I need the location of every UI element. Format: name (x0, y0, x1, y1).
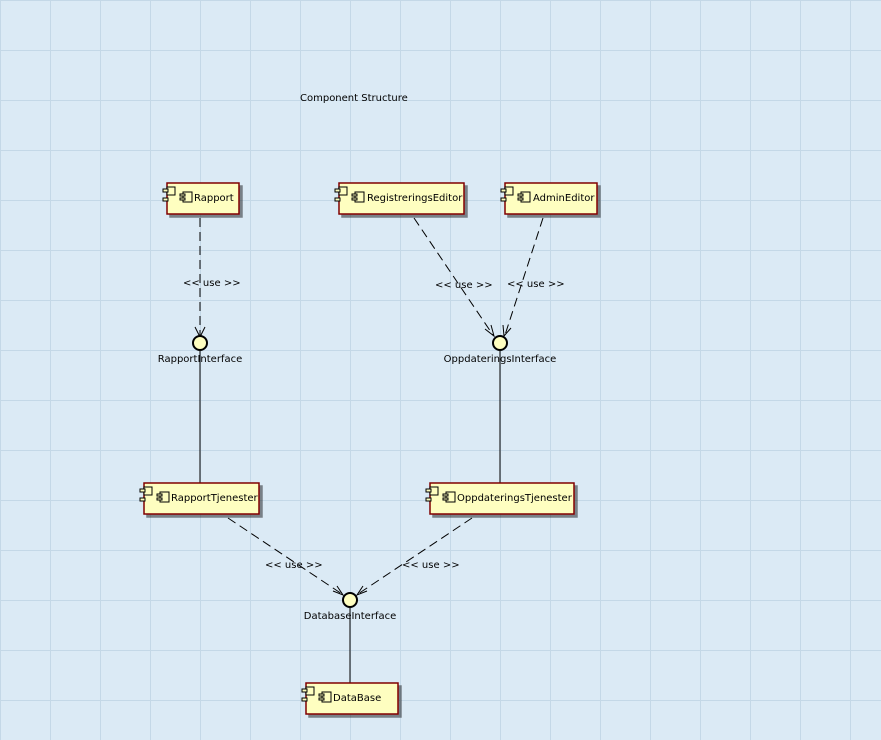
component-label: DataBase (333, 693, 381, 704)
interface-circle-icon (192, 335, 208, 351)
interface-circle-icon (492, 335, 508, 351)
component-database[interactable]: DataBase (301, 682, 399, 715)
component-label: Rapport (194, 193, 234, 204)
interface-label: RapportInterface (158, 354, 242, 365)
dependency-label-rapport: << use >> (183, 278, 241, 289)
component-icon (425, 486, 456, 503)
dependency-registreringseditor[interactable] (413, 217, 495, 338)
dependency-rapporttjenester[interactable] (227, 517, 345, 597)
component-icon (500, 186, 531, 203)
component-icon (162, 186, 193, 203)
interface-circle-icon (342, 592, 358, 608)
dependency-oppdateringstjenester[interactable] (355, 517, 473, 597)
dependency-label-admineditor: << use >> (507, 279, 565, 290)
component-icon (139, 486, 170, 503)
dependency-admineditor[interactable] (502, 217, 544, 338)
interface-label: DatabaseInterface (304, 611, 397, 622)
component-icon (301, 686, 332, 703)
links-layer: << use >> << use >> << use >> << use >> … (183, 217, 565, 683)
component-oppdateringstjenester[interactable]: OppdateringsTjenester (425, 482, 575, 515)
component-rapport[interactable]: Rapport (162, 182, 240, 215)
interface-rapportinterface[interactable]: RapportInterface (158, 335, 242, 365)
component-label: RapportTjenester (171, 493, 259, 504)
diagram-title: Component Structure (300, 93, 408, 104)
component-rapporttjenester[interactable]: RapportTjenester (139, 482, 260, 515)
dependency-label-oppdateringstjenester: << use >> (402, 560, 460, 571)
interface-label: OppdateringsInterface (444, 354, 557, 365)
component-label: RegistreringsEditor (367, 193, 463, 204)
component-icon (334, 186, 365, 203)
component-label: AdminEditor (533, 193, 595, 204)
component-label: OppdateringsTjenester (457, 493, 573, 504)
component-registreringseditor[interactable]: RegistreringsEditor (334, 182, 465, 215)
dependency-label-rapporttjenester: << use >> (265, 560, 323, 571)
interface-databaseinterface[interactable]: DatabaseInterface (304, 592, 397, 622)
interface-oppdateringsinterface[interactable]: OppdateringsInterface (444, 335, 557, 365)
component-admineditor[interactable]: AdminEditor (500, 182, 598, 215)
dependency-label-registreringseditor: << use >> (435, 280, 493, 291)
